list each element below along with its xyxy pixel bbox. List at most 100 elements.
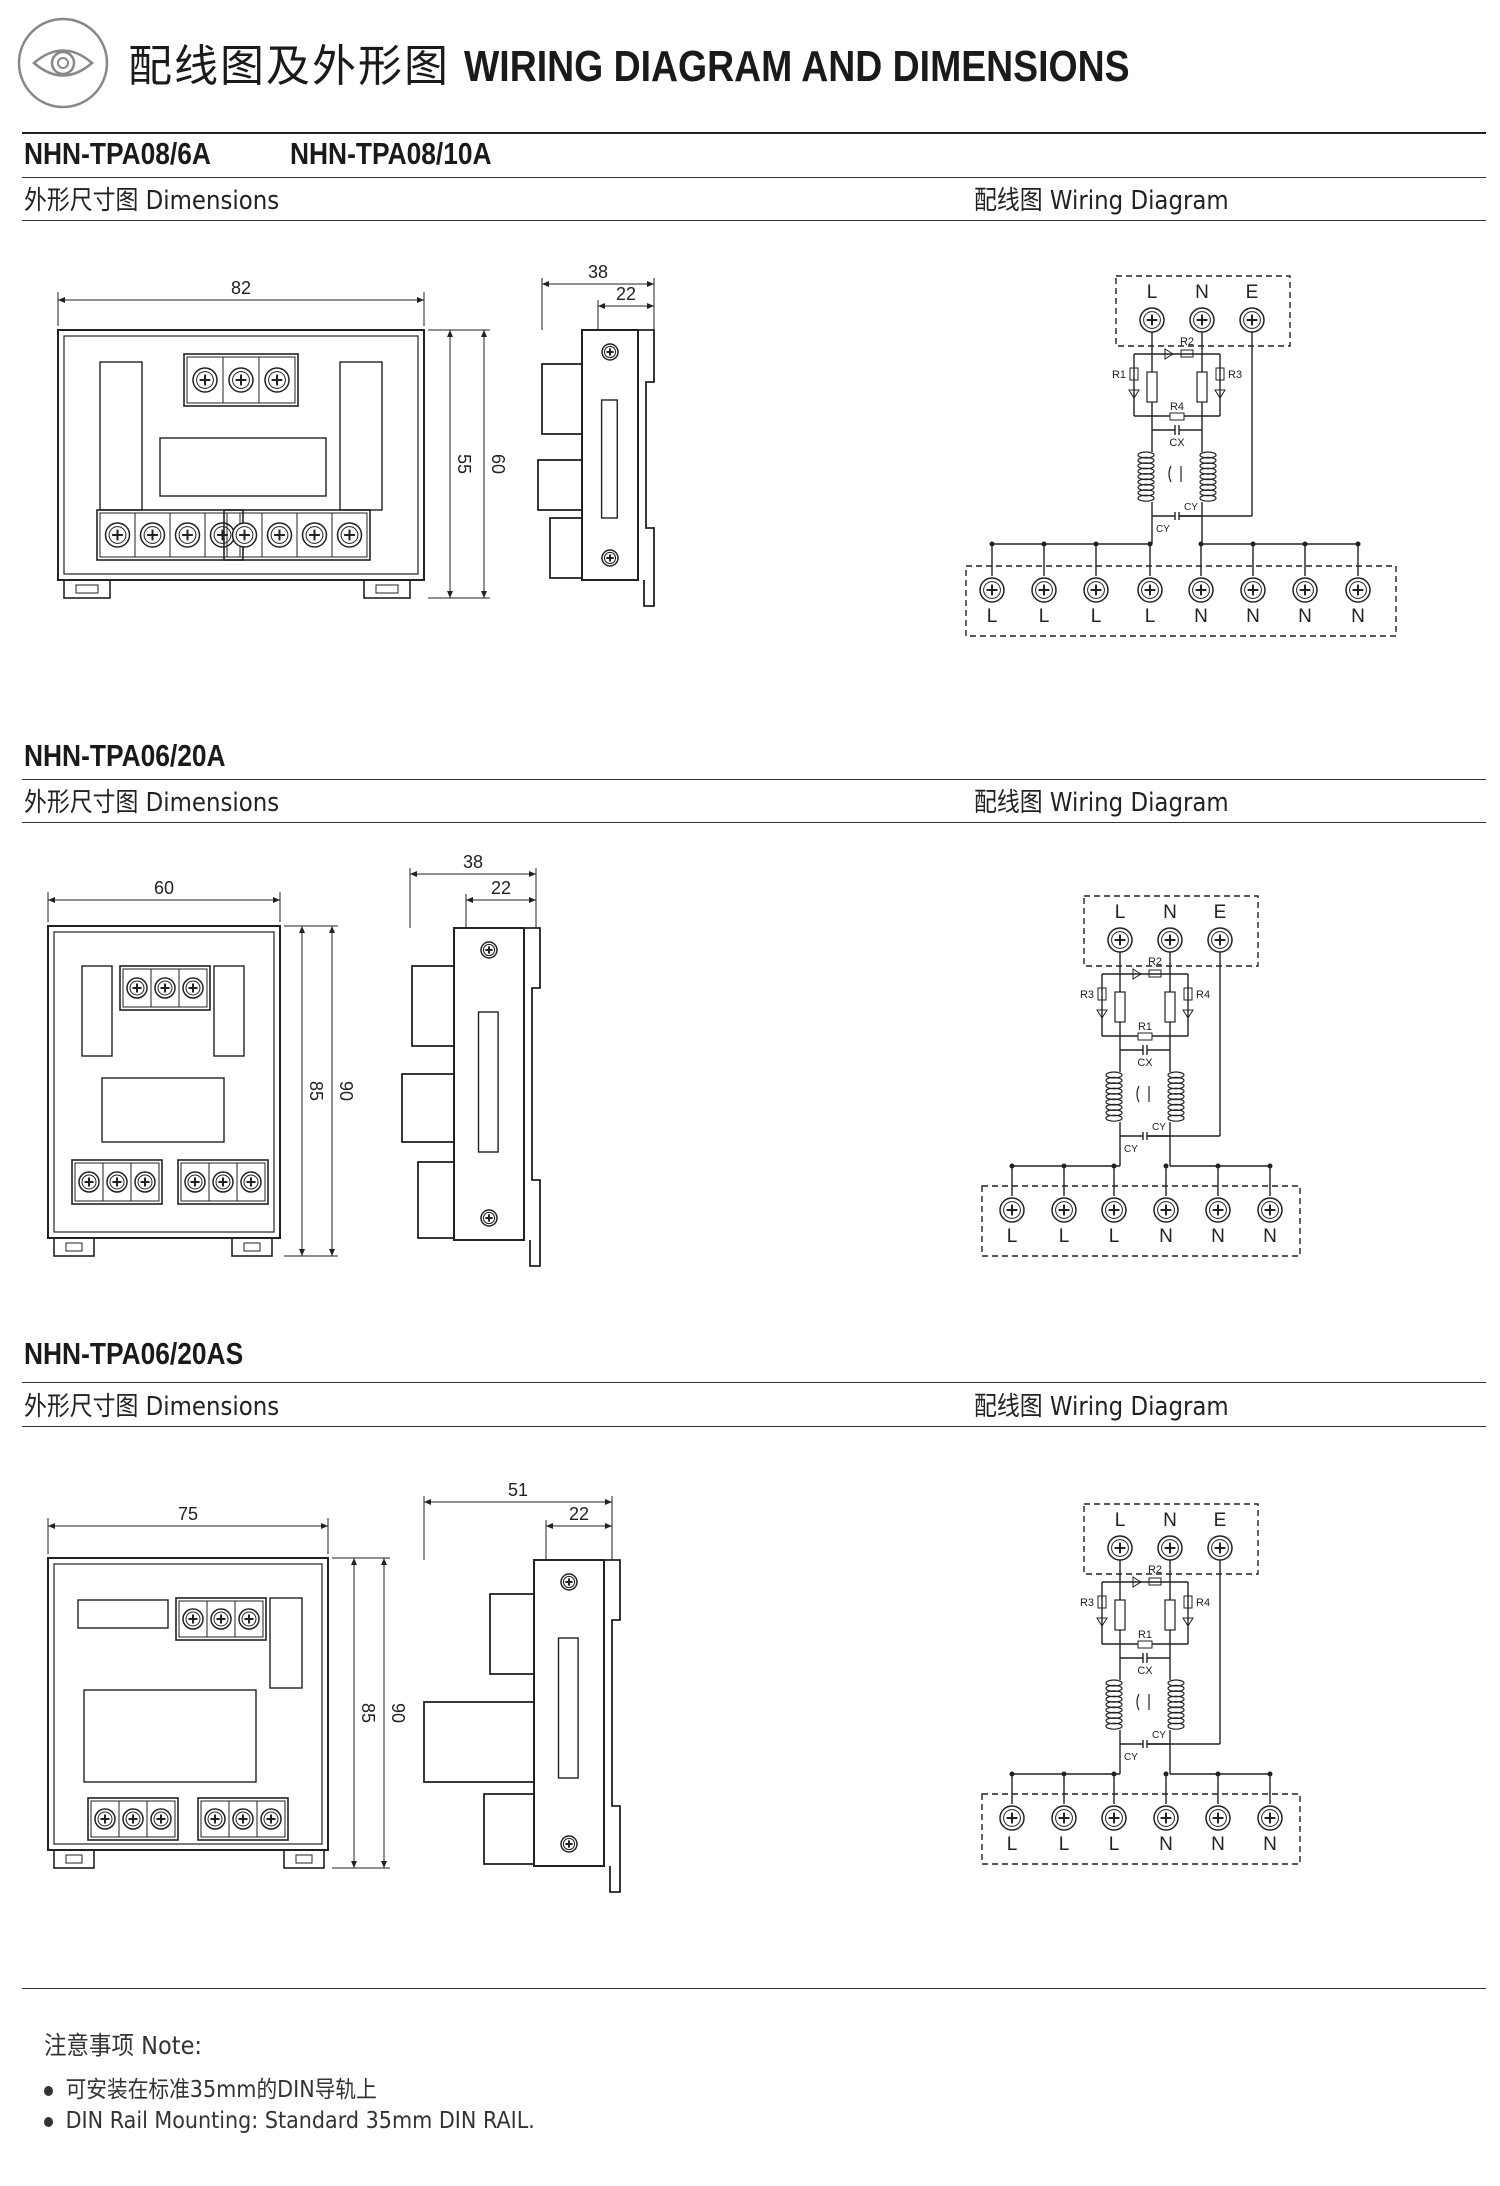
note-item: DIN Rail Mounting: Standard 35mm DIN RAI…	[44, 2108, 535, 2134]
screw-head	[340, 526, 359, 544]
outline-rect	[1115, 275, 1291, 347]
outline-rect	[159, 437, 327, 497]
outline-rect	[234, 1600, 264, 1638]
dimension-label: 90	[336, 1081, 356, 1101]
outline-rect	[1146, 371, 1158, 403]
page-title-en: WIRING DIAGRAM AND DIMENSIONS	[464, 42, 1130, 91]
outline-rect	[231, 1237, 273, 1257]
outline-rect	[453, 927, 525, 1241]
dimension-label: N	[1163, 1510, 1177, 1531]
outline-rect	[223, 509, 371, 561]
outline-rect	[1083, 1503, 1259, 1575]
screw-head	[983, 581, 1001, 599]
section-rule	[22, 1426, 1486, 1427]
outline-rect	[77, 1599, 169, 1629]
dimension-label: N	[1263, 1834, 1277, 1855]
outline-rect	[47, 925, 281, 1239]
outline-rect	[541, 363, 583, 435]
outline-rect	[146, 1800, 176, 1838]
outline-rect	[63, 335, 419, 575]
dimension-label: L	[1115, 902, 1126, 923]
outline-rect	[1164, 991, 1176, 1023]
outline-rect	[581, 329, 639, 581]
arrowhead	[546, 1523, 553, 1529]
dimensions-label: 外形尺寸图 Dimensions	[24, 788, 280, 818]
coil-icon	[1167, 1114, 1185, 1122]
outline-rect	[53, 931, 275, 1233]
model-title: NHN-TPA06/20A	[24, 738, 226, 773]
outline-rect	[53, 1849, 95, 1869]
dimension-label: CY	[1152, 1122, 1166, 1133]
screw-head	[1209, 1201, 1227, 1219]
screw-head	[235, 526, 254, 544]
coil-icon	[1105, 1082, 1123, 1090]
arrowhead	[529, 871, 536, 877]
din-clip	[638, 329, 655, 607]
eye-logo-icon	[17, 17, 109, 109]
screw-head	[1105, 1201, 1123, 1219]
screw-head	[232, 371, 250, 389]
dimension-label: N	[1194, 606, 1208, 627]
outline-rect	[1183, 1595, 1193, 1609]
outline-rect	[1114, 991, 1126, 1023]
header-rule	[22, 132, 1486, 134]
screw-head	[178, 526, 197, 544]
dimension-label: N	[1159, 1226, 1173, 1247]
dimension-label: N	[1246, 606, 1260, 627]
screw-head	[215, 1174, 231, 1190]
dimension-label: 75	[178, 1504, 198, 1524]
dimension-label: 51	[508, 1480, 528, 1500]
outline-rect	[965, 565, 1397, 637]
arrowhead	[321, 1523, 328, 1529]
dimension-label: R4	[1170, 401, 1184, 413]
screw-head	[1193, 311, 1211, 329]
arrowhead	[605, 1523, 612, 1529]
arrowhead	[329, 926, 335, 933]
dimension-label: R2	[1148, 1564, 1162, 1576]
coupling-mark	[1136, 1693, 1150, 1711]
outline-rect	[411, 965, 455, 1047]
arrowhead	[48, 897, 55, 903]
note-text: DIN Rail Mounting: Standard 35mm DIN RAI…	[65, 2108, 535, 2134]
screw-head	[97, 1811, 113, 1827]
screw-head	[1055, 1809, 1073, 1827]
outline-rect	[57, 329, 425, 581]
coil-icon	[1105, 1103, 1123, 1111]
screw-head	[482, 943, 496, 957]
dimension-label: CX	[1169, 437, 1185, 449]
page-title-cn: 配线图及外形图	[128, 41, 450, 92]
dimension-label: CY	[1124, 1144, 1138, 1155]
dimension-label: CX	[1137, 1665, 1153, 1677]
coil-icon	[1167, 1076, 1185, 1084]
outline-rect	[1183, 987, 1193, 1001]
screw-head	[1192, 581, 1210, 599]
dimension-label: 60	[154, 878, 174, 898]
outline-rect	[549, 517, 583, 579]
outline-rect	[99, 361, 143, 511]
dimension-label: L	[1007, 1834, 1018, 1855]
model-title: NHN-TPA08/10A	[290, 136, 492, 171]
dimension-label: L	[1059, 1226, 1070, 1247]
dimension-label: R4	[1196, 1597, 1210, 1609]
coil-icon	[1167, 1711, 1185, 1719]
outline-rect	[483, 1793, 535, 1865]
dimension-label: L	[1059, 1834, 1070, 1855]
dimension-label: L	[1007, 1226, 1018, 1247]
outline-rect	[339, 361, 383, 511]
coil-icon	[1105, 1722, 1123, 1730]
outline-rect	[1164, 1599, 1176, 1631]
arrowhead	[329, 1249, 335, 1256]
screw-head	[157, 980, 173, 996]
dimension-label: 55	[454, 454, 474, 474]
arrowhead	[424, 1499, 431, 1505]
screw-head	[196, 371, 214, 389]
screw-head	[137, 1174, 153, 1190]
coil-icon	[1137, 494, 1155, 502]
outline-rect	[53, 1563, 323, 1845]
outline-rect	[1148, 969, 1162, 978]
screw-head	[1003, 1201, 1021, 1219]
